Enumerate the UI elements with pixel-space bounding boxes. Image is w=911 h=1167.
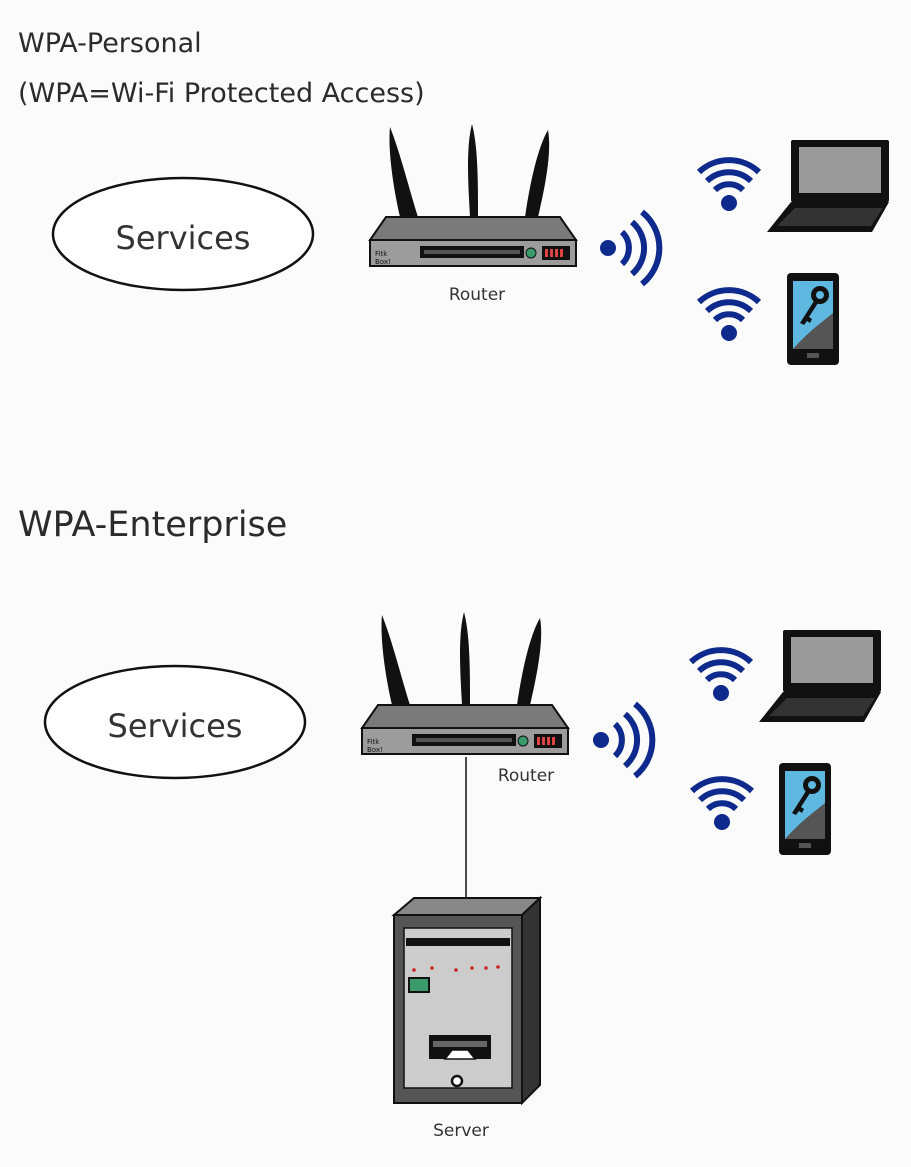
- wpa-personal-subtitle: (WPA=Wi-Fi Protected Access): [18, 78, 425, 109]
- personal-services-label: Services: [116, 219, 251, 257]
- personal-router-label: Router: [449, 285, 505, 305]
- router-icon: [369, 123, 577, 267]
- wifi-signal-icon: [691, 650, 751, 701]
- laptop-icon: [767, 140, 889, 232]
- wpa-personal-title: WPA-Personal: [18, 28, 202, 59]
- server-icon: [391, 895, 543, 1106]
- router-icon: [361, 611, 569, 755]
- personal-services-node: Services: [51, 176, 315, 292]
- phone-icon: [787, 273, 839, 365]
- wifi-signal-icon: [699, 160, 759, 211]
- wifi-signal-icon: [692, 779, 752, 830]
- wifi-signal-icon: [699, 290, 759, 341]
- phone-icon: [779, 763, 831, 855]
- wifi-signal-icon: [593, 704, 652, 776]
- enterprise-router-label: Router: [498, 766, 554, 786]
- wifi-signal-icon: [600, 212, 659, 284]
- wpa-enterprise-title: WPA-Enterprise: [18, 505, 288, 545]
- laptop-icon: [759, 630, 881, 722]
- enterprise-services-label: Services: [108, 707, 243, 745]
- server-label: Server: [433, 1121, 489, 1141]
- enterprise-services-node: Services: [43, 664, 307, 780]
